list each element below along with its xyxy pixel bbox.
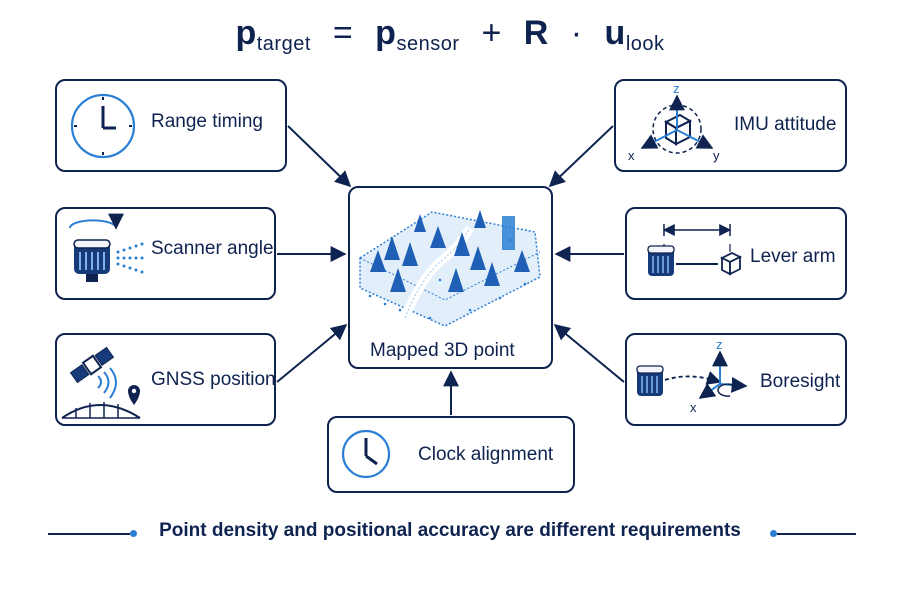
arrow-boresight bbox=[553, 323, 625, 383]
clock-alignment-box bbox=[327, 416, 575, 493]
arrow-range-timing bbox=[287, 125, 352, 188]
lever-arm-icon bbox=[647, 224, 743, 276]
svg-text:x: x bbox=[628, 148, 635, 163]
svg-text:z: z bbox=[716, 337, 723, 352]
scanner-icon bbox=[69, 213, 144, 282]
lever-arm-label: Lever arm bbox=[750, 246, 836, 267]
formula-p-target: p bbox=[235, 14, 257, 52]
boresight-label: Boresight bbox=[760, 371, 841, 392]
imu-attitude-label: IMU attitude bbox=[734, 114, 837, 135]
clock-alignment-label: Clock alignment bbox=[418, 444, 554, 465]
point-cloud-illustration bbox=[359, 210, 541, 327]
formula-sub-sensor: sensor bbox=[396, 33, 460, 55]
footer-dot-right bbox=[770, 530, 777, 537]
formula-sub-target: target bbox=[256, 33, 311, 55]
range-timing-label: Range timing bbox=[151, 111, 263, 132]
footer-caption: Point density and positional accuracy ar… bbox=[159, 520, 741, 541]
clock-icon bbox=[70, 93, 136, 159]
formula-dot: · bbox=[570, 14, 583, 52]
center-label: Mapped 3D point bbox=[370, 340, 515, 361]
formula-sub-look: look bbox=[625, 33, 665, 55]
gnss-icon bbox=[61, 346, 141, 419]
arrow-imu-attitude bbox=[548, 125, 614, 188]
svg-text:z: z bbox=[673, 81, 680, 96]
footer-line-right bbox=[777, 533, 856, 535]
clock-alignment-icon bbox=[341, 429, 391, 479]
formula-u-look: u bbox=[604, 14, 626, 52]
imu-axes-icon: z x y bbox=[628, 81, 720, 163]
footer-dot-left bbox=[130, 530, 137, 537]
scanner-angle-label: Scanner angle bbox=[151, 238, 274, 259]
formula-plus: + bbox=[481, 14, 502, 52]
boresight-icon: z x bbox=[636, 337, 748, 415]
svg-text:y: y bbox=[713, 148, 720, 163]
formula-r: R bbox=[523, 14, 549, 52]
gnss-position-label: GNSS position bbox=[151, 369, 276, 390]
formula-equals: = bbox=[332, 14, 354, 52]
footer-line-left bbox=[48, 533, 130, 535]
formula: ptarget = psensor + R · ulook bbox=[0, 14, 900, 56]
gnss-position-box bbox=[55, 333, 276, 426]
svg-text:x: x bbox=[690, 400, 697, 415]
arrow-gnss-position bbox=[276, 323, 348, 383]
formula-p-sensor: p bbox=[375, 14, 397, 52]
